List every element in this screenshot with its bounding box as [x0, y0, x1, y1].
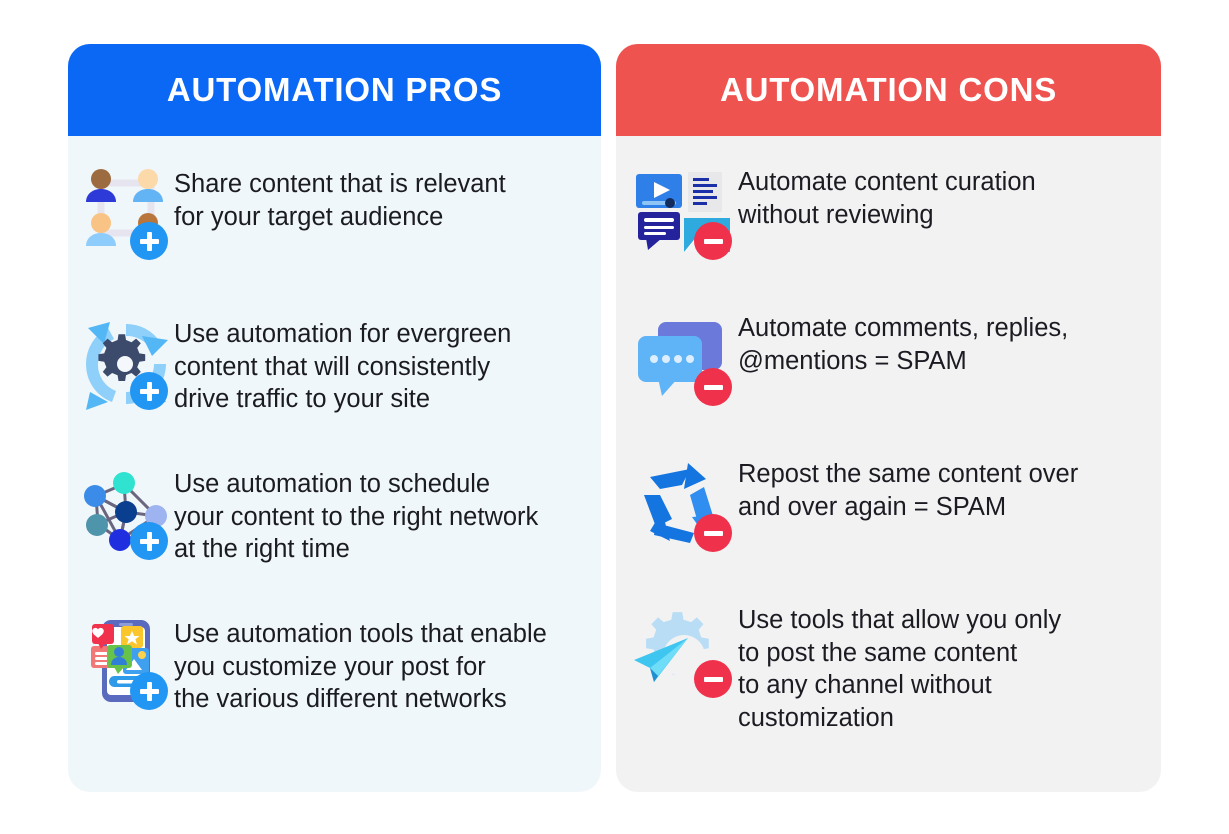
- list-item-text: Automate content curation without review…: [738, 168, 1036, 229]
- list-item-text: Automate comments, replies, @mentions = …: [738, 314, 1069, 375]
- minus-badge-icon: [694, 660, 732, 698]
- list-item-text: Repost the same content over and over ag…: [738, 460, 1079, 521]
- list-item: Automate comments, replies, @mentions = …: [626, 308, 1143, 436]
- list-item: Use tools that allow you only to post th…: [626, 600, 1143, 735]
- plus-badge-icon: [130, 222, 168, 260]
- recycle-arrows-icon: [626, 454, 738, 558]
- pros-list: Share content that is relevant for your …: [68, 136, 601, 792]
- list-item-text: Use automation for evergreen content tha…: [174, 320, 512, 414]
- audience-network-icon: [78, 162, 174, 266]
- list-item-text: Use automation to schedule your content …: [174, 470, 539, 564]
- plus-badge-icon: [130, 522, 168, 560]
- list-item: Use automation to schedule your content …: [78, 462, 583, 594]
- list-item: Automate content curation without review…: [626, 162, 1143, 290]
- plus-badge-icon: [130, 372, 168, 410]
- cons-card: AUTOMATION CONS: [616, 44, 1161, 792]
- mobile-social-icon: [78, 612, 174, 716]
- node-network-icon: [78, 462, 174, 566]
- list-item: Repost the same content over and over ag…: [626, 454, 1143, 582]
- list-item: Use automation for evergreen content tha…: [78, 312, 583, 444]
- gear-paperplane-icon: [626, 600, 738, 704]
- list-item-text: Share content that is relevant for your …: [174, 170, 506, 231]
- cons-card-header: AUTOMATION CONS: [616, 44, 1161, 136]
- pros-card: AUTOMATION PROS: [68, 44, 601, 792]
- minus-badge-icon: [694, 514, 732, 552]
- gear-paperplane-glyph: [634, 612, 709, 682]
- chat-bubbles-icon: [626, 308, 738, 412]
- list-item: Share content that is relevant for your …: [78, 162, 583, 294]
- list-item-text: Use tools that allow you only to post th…: [738, 606, 1062, 732]
- cons-list: Automate content curation without review…: [616, 136, 1161, 792]
- cons-title: AUTOMATION CONS: [719, 71, 1058, 108]
- content-types-icon: [626, 162, 738, 266]
- pros-title: AUTOMATION PROS: [166, 71, 503, 108]
- list-item-text: Use automation tools that enable you cus…: [174, 620, 547, 714]
- gear-refresh-icon: [78, 312, 174, 416]
- list-item: Use automation tools that enable you cus…: [78, 612, 583, 744]
- chat-bubbles-glyph: [638, 322, 722, 396]
- minus-badge-icon: [694, 222, 732, 260]
- plus-badge-icon: [130, 672, 168, 710]
- minus-badge-icon: [694, 368, 732, 406]
- pros-card-header: AUTOMATION PROS: [68, 44, 601, 136]
